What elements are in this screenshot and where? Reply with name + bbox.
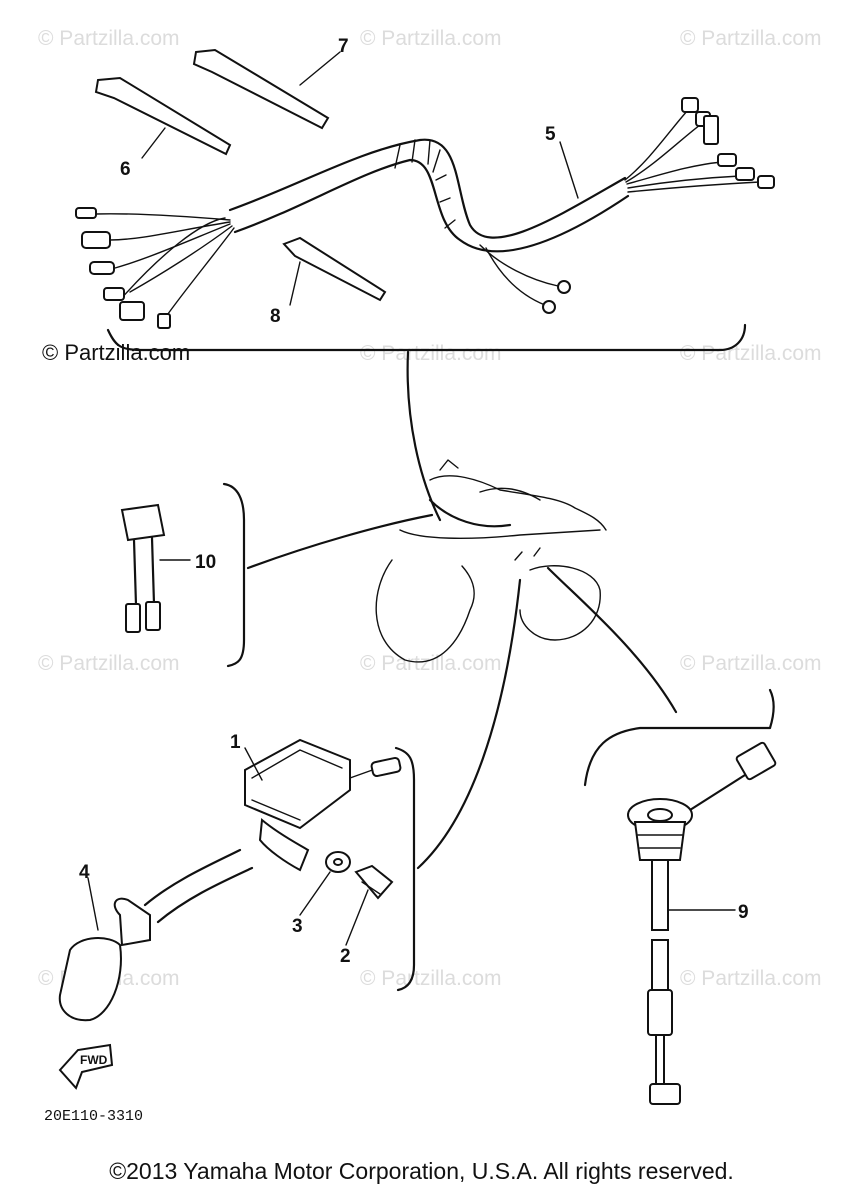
watermark: © Partzilla.com <box>38 27 180 50</box>
fwd-arrow-icon: FWD <box>58 1043 114 1090</box>
callout-7: 7 <box>338 36 349 57</box>
callout-4: 4 <box>79 862 90 883</box>
watermark: © Partzilla.com <box>360 652 502 675</box>
copyright-notice: ©2013 Yamaha Motor Corporation, U.S.A. A… <box>109 1158 734 1184</box>
callout-1: 1 <box>230 732 241 753</box>
callout-2: 2 <box>340 946 351 967</box>
level-sensor <box>627 741 777 1105</box>
watermark: © Partzilla.com <box>38 652 180 675</box>
watermark: © Partzilla.com <box>680 652 822 675</box>
relay-unit <box>120 503 166 633</box>
watermark: © Partzilla.com <box>360 967 502 990</box>
harness-strap <box>192 48 330 130</box>
group-bracket <box>222 482 246 668</box>
fwd-label: FWD <box>80 1053 108 1067</box>
bolt <box>354 864 394 900</box>
group-bracket <box>583 688 775 787</box>
atv-silhouette <box>375 459 607 663</box>
callout-10: 10 <box>195 552 216 573</box>
harness-strap <box>94 76 232 156</box>
callout-6: 6 <box>120 159 131 180</box>
callout-9: 9 <box>738 902 749 923</box>
group-bracket <box>106 323 747 352</box>
callout-5: 5 <box>545 124 556 145</box>
wire-harness <box>75 97 775 329</box>
group-bracket <box>394 746 416 992</box>
diagram-canvas: © Partzilla.com © Partzilla.com © Partzi… <box>38 27 822 1125</box>
washer <box>325 851 351 873</box>
watermark: © Partzilla.com <box>680 342 822 365</box>
watermark: © Partzilla.com <box>360 342 502 365</box>
callout-3: 3 <box>292 916 303 937</box>
diagram-code: 20E110-3310 <box>44 1108 143 1125</box>
watermark: © Partzilla.com <box>680 967 822 990</box>
callout-leaders <box>87 51 736 946</box>
watermark: © Partzilla.com <box>680 27 822 50</box>
ignition-coil <box>244 738 402 872</box>
watermark: © Partzilla.com <box>360 27 502 50</box>
callout-8: 8 <box>270 306 281 327</box>
band-clamp <box>282 236 387 302</box>
spark-plug-cap <box>58 848 254 1022</box>
